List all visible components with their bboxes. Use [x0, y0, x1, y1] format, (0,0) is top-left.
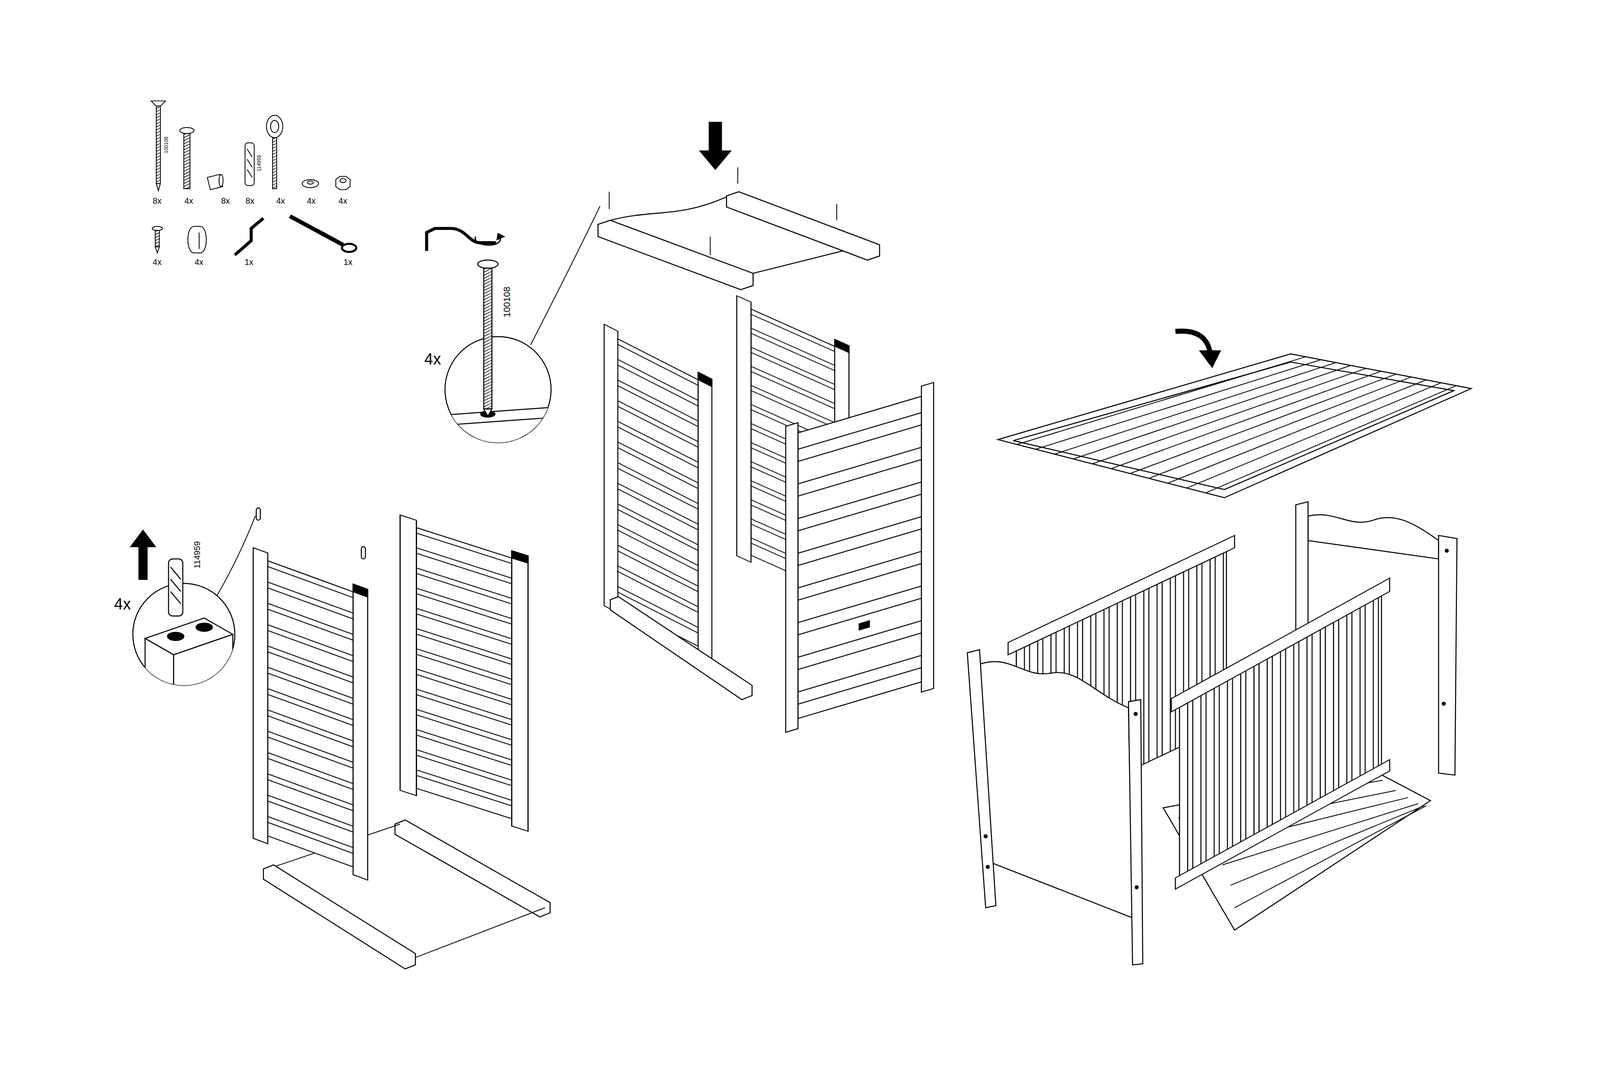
parts-list [151, 100, 357, 255]
middle-assembly [597, 122, 934, 733]
quantity-callout: 4x [114, 596, 131, 613]
part-quantity: 4x [184, 196, 193, 205]
part-number: 100108 [163, 136, 169, 154]
part-number: 100108 [502, 286, 512, 318]
part-quantity: 1x [343, 257, 353, 267]
part-quantity: 4x [194, 257, 204, 267]
bolt-callout [426, 206, 600, 480]
part-quantity: 4x [276, 196, 285, 205]
part-quantity: 4x [152, 257, 162, 267]
part-quantity: 4x [338, 196, 348, 205]
part-number: 114959 [192, 541, 202, 569]
right-assembly [967, 331, 1472, 965]
left-assembly [253, 507, 550, 970]
dowel-callout [130, 516, 256, 704]
part-number: 114959 [256, 155, 262, 172]
part-quantity: 1x [244, 257, 254, 267]
part-quantity: 8x [221, 196, 230, 205]
quantity-callout: 4x [424, 351, 441, 368]
part-quantity: 8x [152, 196, 162, 205]
part-quantity: 8x [245, 196, 255, 205]
part-quantity: 4x [306, 196, 316, 205]
